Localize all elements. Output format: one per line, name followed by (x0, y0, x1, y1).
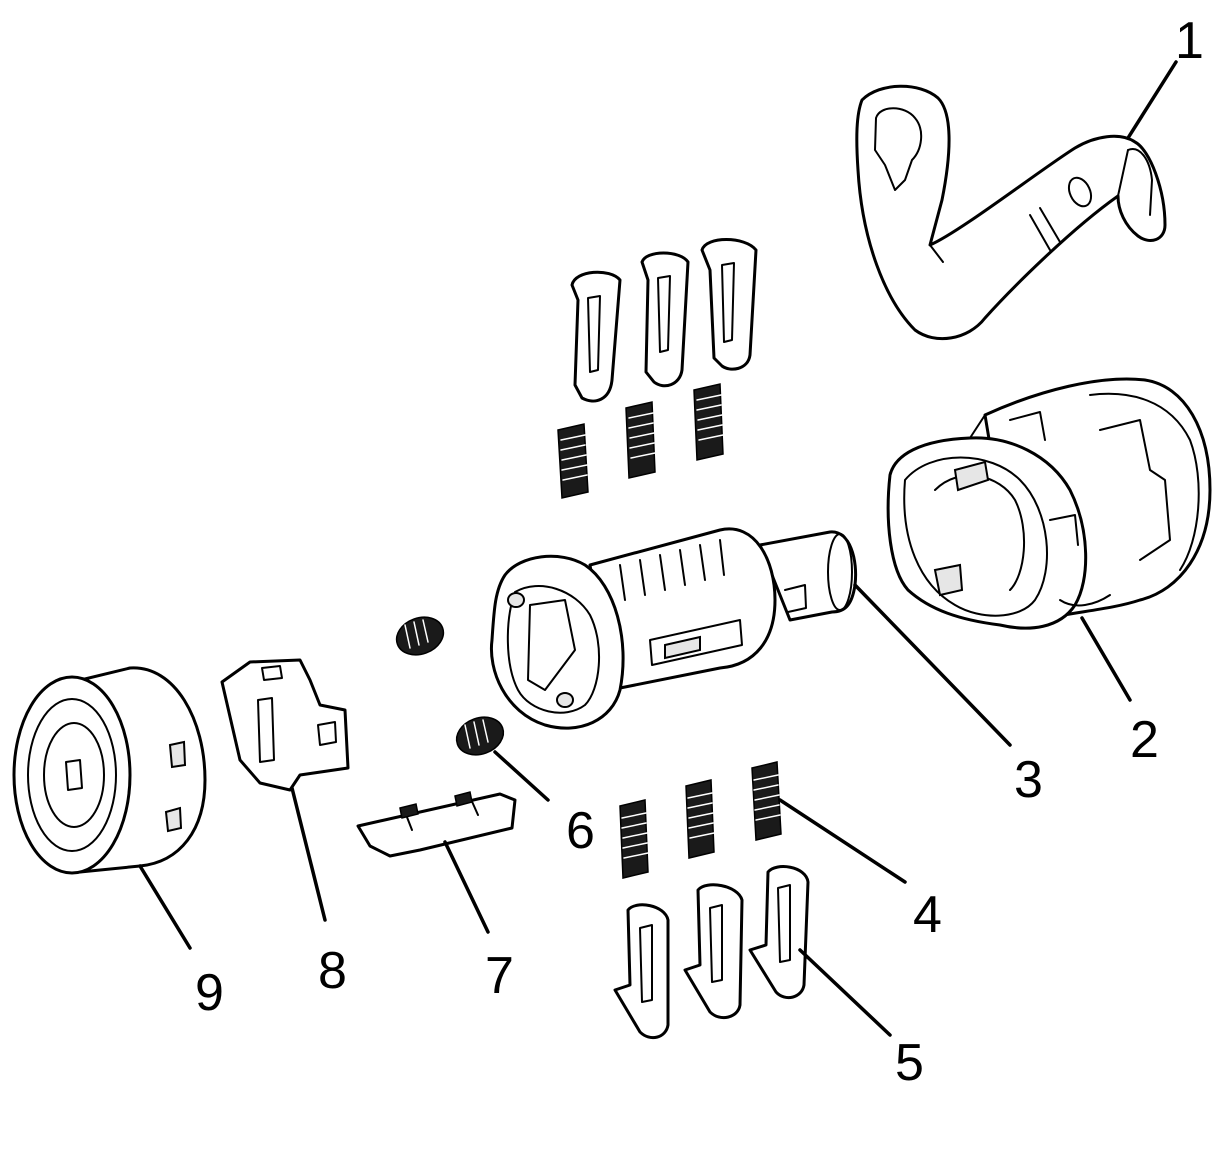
part-1-lever (855, 84, 1167, 341)
leader-9 (138, 864, 192, 950)
callout-6: 6 (566, 802, 595, 860)
leader-5 (798, 948, 892, 1037)
callout-4: 4 (913, 886, 942, 944)
leader-4 (778, 798, 907, 884)
callout-5: 5 (895, 1034, 924, 1092)
leader-lines (138, 60, 1178, 1037)
part-8-plate (220, 658, 350, 792)
leader-7 (443, 840, 490, 934)
part-9-bezel (12, 666, 207, 875)
part-4-springs (619, 761, 782, 879)
part-6-springs (395, 616, 505, 756)
part-3-cylinder (489, 527, 858, 730)
callout-9: 9 (195, 964, 224, 1022)
callout-8: 8 (318, 942, 347, 1000)
springs-upper (557, 383, 724, 499)
leader-3 (853, 583, 1012, 747)
leader-1 (1126, 60, 1178, 140)
leader-2 (1080, 616, 1132, 702)
part-5-tumblers-upper (570, 238, 758, 403)
callout-2: 2 (1130, 711, 1159, 769)
callout-7: 7 (485, 947, 514, 1005)
callout-3: 3 (1014, 751, 1043, 809)
callout-1: 1 (1175, 12, 1204, 70)
part-5-tumblers-lower (613, 865, 810, 1040)
callout-labels: 1 2 3 4 5 6 7 8 9 (195, 12, 1204, 1092)
leader-8 (290, 786, 327, 922)
leader-6 (493, 750, 550, 802)
part-2-housing (886, 377, 1212, 630)
part-7-retainer (356, 791, 517, 858)
